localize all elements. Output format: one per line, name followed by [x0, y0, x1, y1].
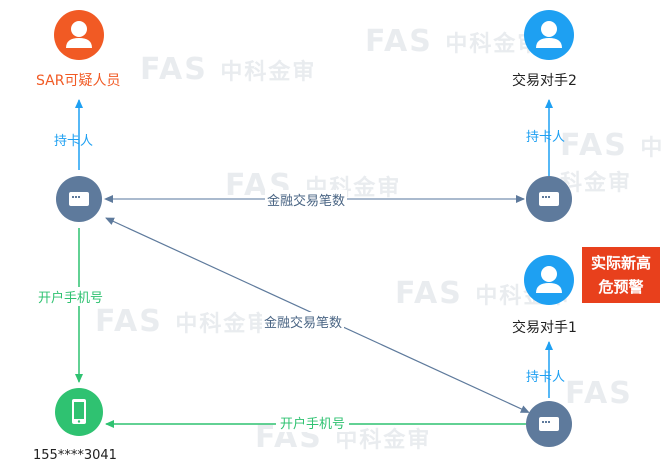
sar-person-label: SAR可疑人员 — [36, 73, 121, 89]
counterparty-1-label: 交易对手1 — [512, 320, 577, 336]
watermark: FAS 中科金审 — [140, 52, 317, 87]
high-risk-alert-badge: 实际新高 危预警 — [582, 247, 660, 303]
bank-card-icon — [539, 192, 559, 206]
counterparty-1-card-node[interactable] — [526, 401, 572, 447]
person-icon — [536, 266, 562, 293]
counterparty-2-node[interactable] — [524, 10, 574, 60]
watermark: FAS 中科金审 — [560, 128, 665, 196]
edge-label-txn-top: 金融交易笔数 — [265, 190, 348, 209]
counterparty-2-label: 交易对手2 — [512, 73, 577, 89]
edge-label-holder-cp1: 持卡人 — [526, 370, 566, 385]
edge-label-txn-diag: 金融交易笔数 — [262, 312, 345, 331]
edge-label-phone-left: 开户手机号 — [38, 287, 104, 306]
sar-person-node[interactable] — [54, 10, 104, 60]
mobile-phone-icon — [72, 399, 86, 424]
person-icon — [536, 21, 562, 48]
person-icon — [66, 21, 92, 48]
sar-card-node[interactable] — [56, 176, 102, 222]
watermark: FAS — [565, 376, 633, 411]
edge-label-holder-cp2: 持卡人 — [526, 130, 566, 145]
counterparty-1-node[interactable] — [524, 255, 574, 305]
edge-label-phone-bottom: 开户手机号 — [276, 413, 350, 432]
bank-card-icon — [69, 192, 89, 206]
watermark: FAS 中科金审 — [365, 24, 542, 59]
counterparty-2-card-node[interactable] — [526, 176, 572, 222]
bank-card-icon — [539, 417, 559, 431]
phone-node[interactable] — [55, 388, 103, 436]
phone-number-label: 155****3041 — [33, 448, 117, 463]
edge-label-holder-sar: 持卡人 — [54, 134, 94, 149]
